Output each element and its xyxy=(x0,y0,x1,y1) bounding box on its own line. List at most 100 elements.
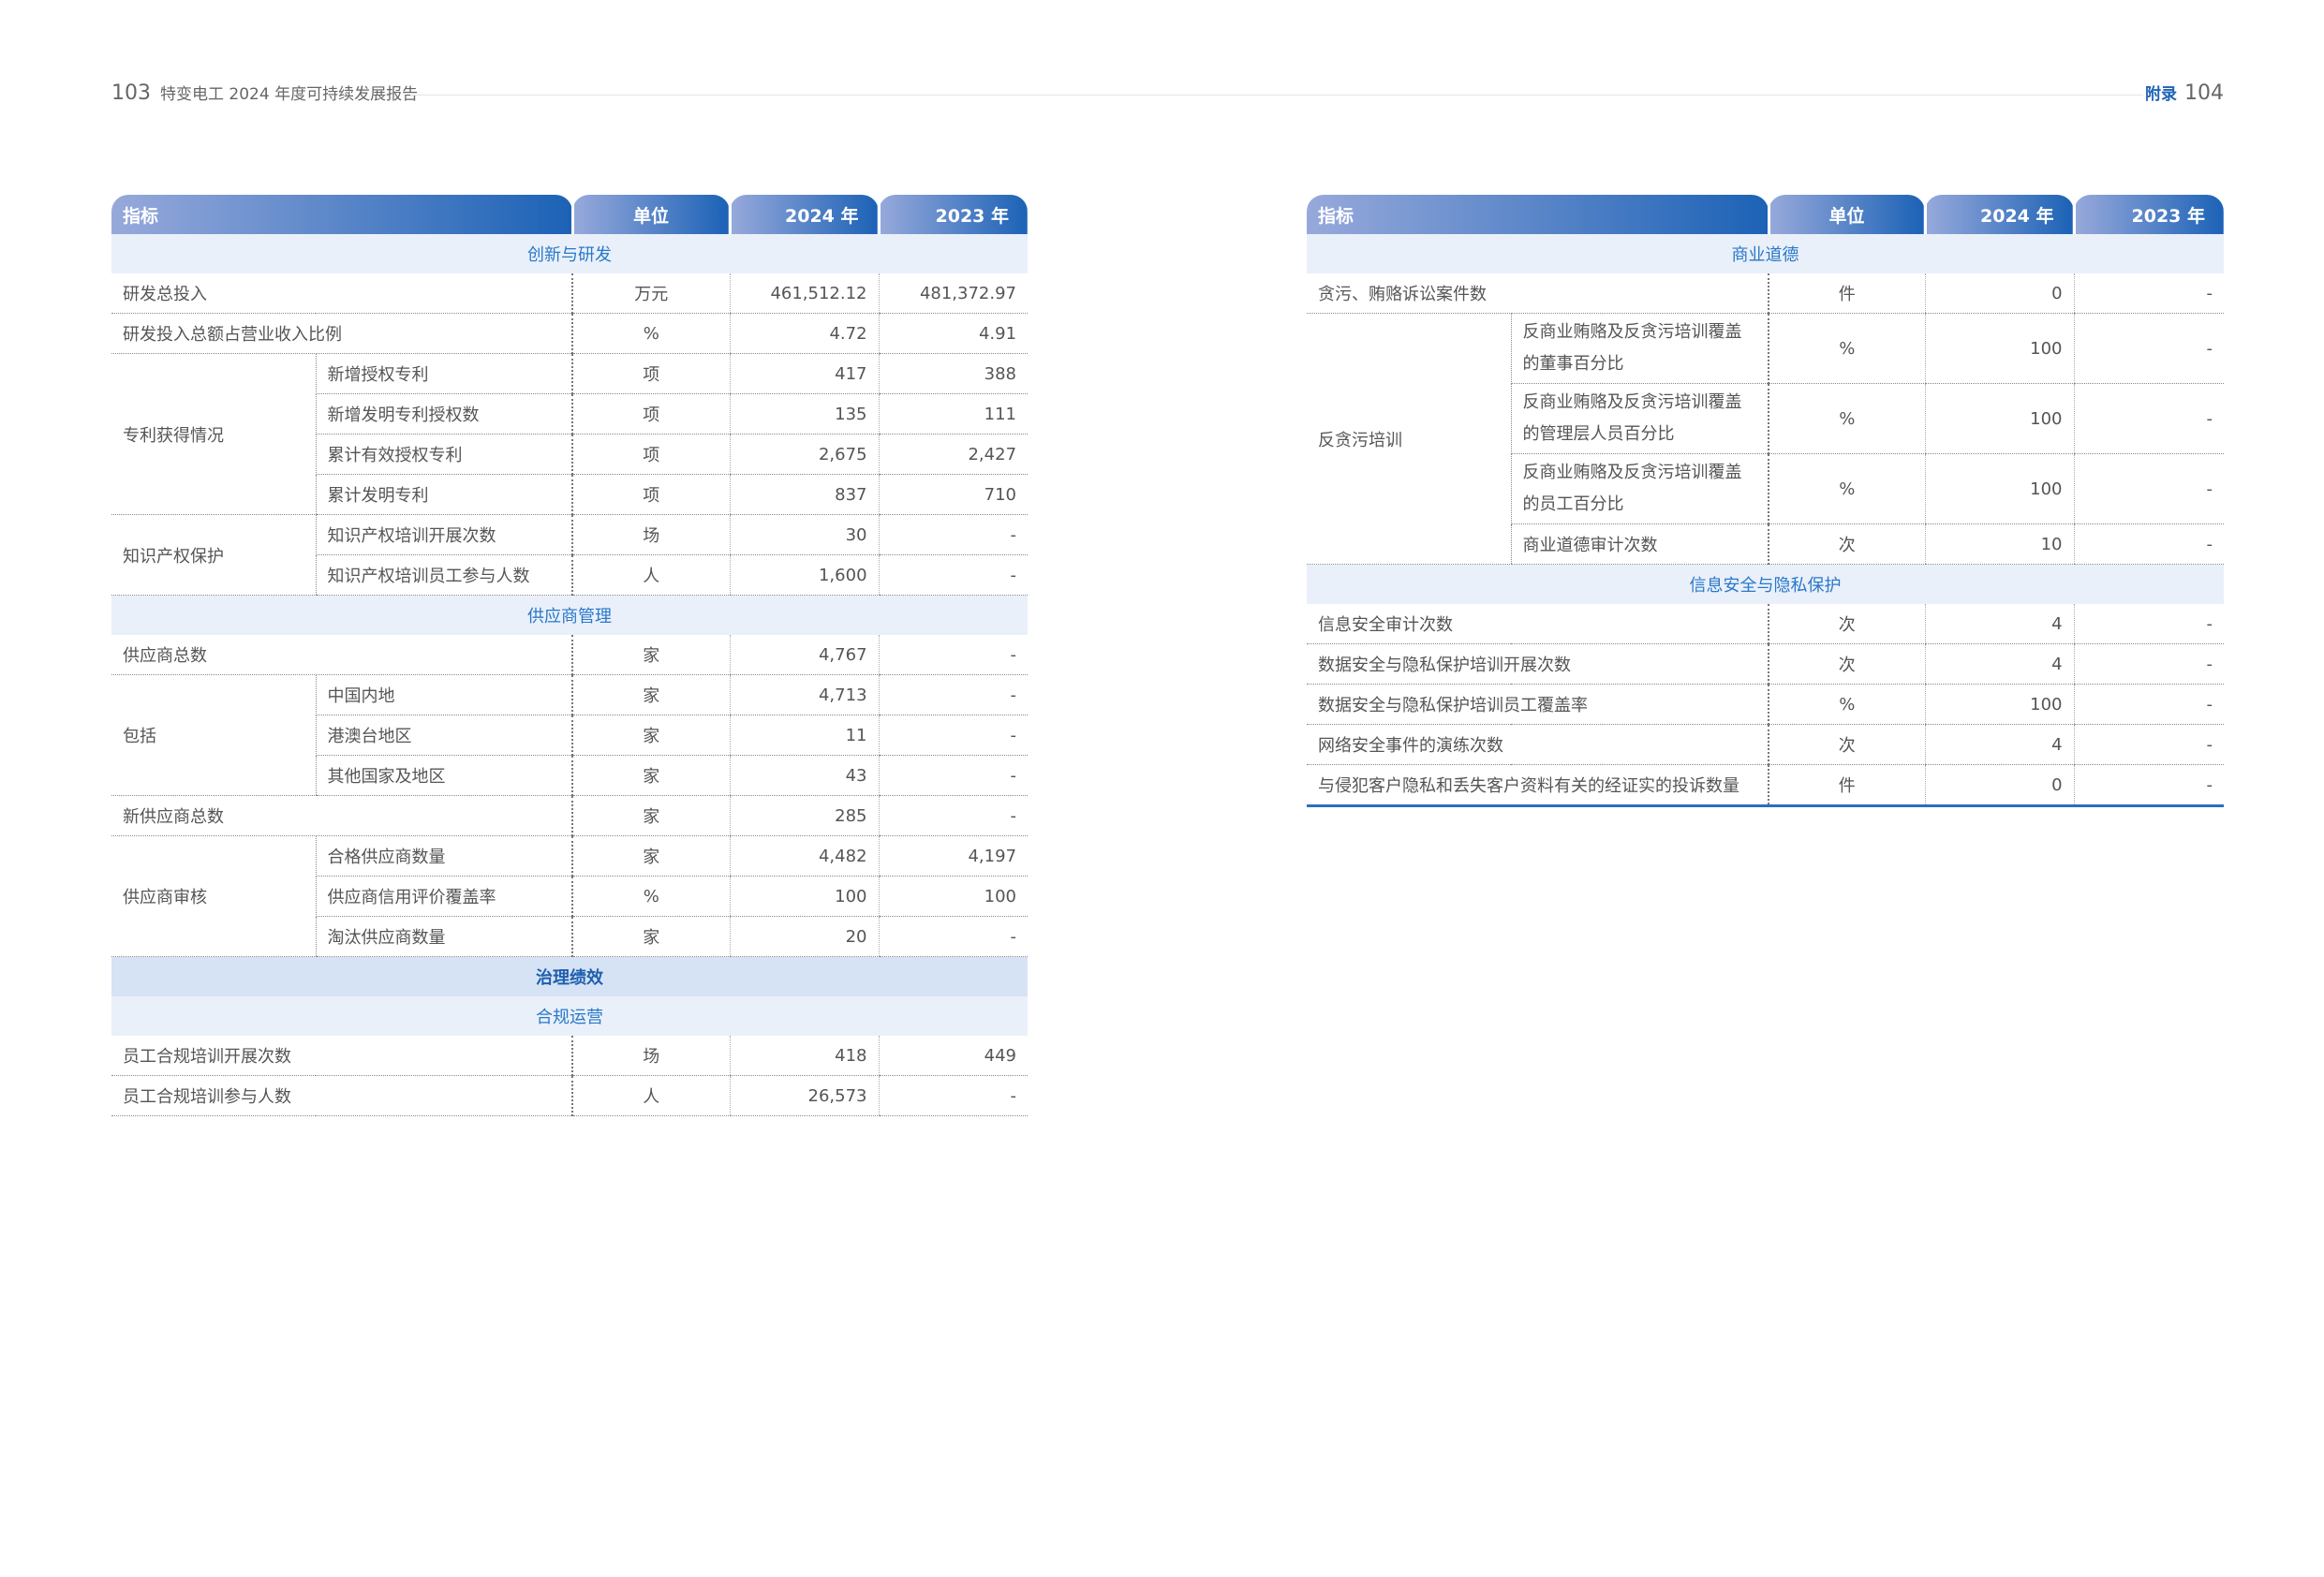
value-2024: 4 xyxy=(1924,604,2075,644)
value-2023: - xyxy=(2073,724,2225,765)
value-2024: 100 xyxy=(1924,453,2075,524)
unit-cell: 次 xyxy=(1768,724,1926,765)
page-number-left: 103 xyxy=(111,81,151,105)
value-2023: 4.91 xyxy=(878,313,1029,354)
value-2023: - xyxy=(2073,383,2225,454)
unit-cell: 家 xyxy=(571,916,731,957)
value-2023: - xyxy=(2073,684,2225,725)
unit-cell: 项 xyxy=(571,393,731,435)
indicator-name: 反商业贿赂及反贪污培训覆盖的董事百分比 xyxy=(1510,313,1769,384)
indicator-name: 知识产权培训员工参与人数 xyxy=(315,554,573,596)
value-2023: - xyxy=(878,795,1029,836)
unit-cell: % xyxy=(1768,684,1926,725)
value-2024: 43 xyxy=(729,755,880,796)
indicator-name: 研发投入总额占营业收入比例 xyxy=(111,313,573,354)
value-2024: 4 xyxy=(1924,724,2075,765)
indicator-name: 网络安全事件的演练次数 xyxy=(1307,724,1769,765)
indicator-name: 累计发明专利 xyxy=(315,474,573,515)
value-2023: - xyxy=(878,715,1029,756)
table-row: 反贪污培训反商业贿赂及反贪污培训覆盖的董事百分比%100- xyxy=(1307,313,2225,565)
value-2023: - xyxy=(878,674,1029,715)
value-2024: 2,675 xyxy=(729,434,880,475)
header-divider xyxy=(410,95,2143,96)
value-2024: 285 xyxy=(729,795,880,836)
unit-cell: % xyxy=(1768,313,1926,384)
indicator-name: 新供应商总数 xyxy=(111,795,573,836)
col-header-unit: 单位 xyxy=(1767,195,1926,234)
value-2024: 4,767 xyxy=(729,635,880,675)
unit-cell: 项 xyxy=(571,474,731,515)
unit-cell: 次 xyxy=(1768,523,1926,565)
section-row: 合规运营 xyxy=(111,996,1029,1036)
value-2024: 837 xyxy=(729,474,880,515)
group-label: 专利获得情况 xyxy=(111,353,316,515)
unit-cell: 家 xyxy=(571,674,731,715)
value-2023: - xyxy=(2073,273,2225,314)
unit-cell: 次 xyxy=(1768,643,1926,685)
value-2023: 388 xyxy=(878,353,1029,394)
indicator-name: 商业道德审计次数 xyxy=(1510,523,1769,565)
value-2024: 461,512.12 xyxy=(729,273,880,314)
section-title: 商业道德 xyxy=(1307,234,2225,273)
value-2023: - xyxy=(878,514,1029,555)
unit-cell: 次 xyxy=(1768,604,1926,644)
table-row: 数据安全与隐私保护培训员工覆盖率%100- xyxy=(1307,684,2225,725)
indicator-name: 合格供应商数量 xyxy=(315,835,573,877)
unit-cell: % xyxy=(1768,383,1926,454)
value-2024: 100 xyxy=(1924,313,2075,384)
unit-cell: % xyxy=(1768,453,1926,524)
value-2023: - xyxy=(2073,523,2225,565)
group-label: 供应商审核 xyxy=(111,835,316,957)
page-header-right: 附录 104 xyxy=(2145,81,2224,105)
group-label: 反贪污培训 xyxy=(1307,313,1511,565)
unit-cell: 件 xyxy=(1768,764,1926,807)
page-header-left: 103 特变电工 2024 年度可持续发展报告 xyxy=(111,81,418,105)
report-title: 特变电工 2024 年度可持续发展报告 xyxy=(160,85,419,104)
unit-cell: 家 xyxy=(571,795,731,836)
value-2024: 1,600 xyxy=(729,554,880,596)
unit-cell: 件 xyxy=(1768,273,1926,314)
value-2024: 4 xyxy=(1924,643,2075,685)
section-row: 信息安全与隐私保护 xyxy=(1307,564,2225,604)
indicator-name: 淘汰供应商数量 xyxy=(315,916,573,957)
group-label: 包括 xyxy=(111,674,316,796)
value-2023: 481,372.97 xyxy=(878,273,1029,314)
table-row: 反商业贿赂及反贪污培训覆盖的员工百分比%100- xyxy=(1307,453,2225,524)
section-title: 合规运营 xyxy=(111,996,1029,1036)
value-2023: - xyxy=(2073,453,2225,524)
value-2024: 4,482 xyxy=(729,835,880,877)
col-header-indicator: 指标 xyxy=(111,195,573,234)
indicator-name: 中国内地 xyxy=(315,674,573,715)
indicator-name: 供应商总数 xyxy=(111,635,573,675)
indicator-name: 累计有效授权专利 xyxy=(315,434,573,475)
indicator-name: 新增发明专利授权数 xyxy=(315,393,573,435)
indicator-name: 贪污、贿赂诉讼案件数 xyxy=(1307,273,1769,314)
section-row: 创新与研发 xyxy=(111,234,1029,273)
value-2023: - xyxy=(2073,643,2225,685)
indicator-name: 信息安全审计次数 xyxy=(1307,604,1769,644)
value-2023: 449 xyxy=(878,1036,1029,1076)
value-2023: - xyxy=(878,1075,1029,1116)
table-row: 反商业贿赂及反贪污培训覆盖的管理层人员百分比%100- xyxy=(1307,383,2225,454)
value-2024: 4,713 xyxy=(729,674,880,715)
value-2024: 418 xyxy=(729,1036,880,1076)
unit-cell: 人 xyxy=(571,554,731,596)
value-2024: 417 xyxy=(729,353,880,394)
value-2024: 135 xyxy=(729,393,880,435)
unit-cell: % xyxy=(571,876,731,917)
value-2023: 4,197 xyxy=(878,835,1029,877)
section-row: 商业道德 xyxy=(1307,234,2225,273)
